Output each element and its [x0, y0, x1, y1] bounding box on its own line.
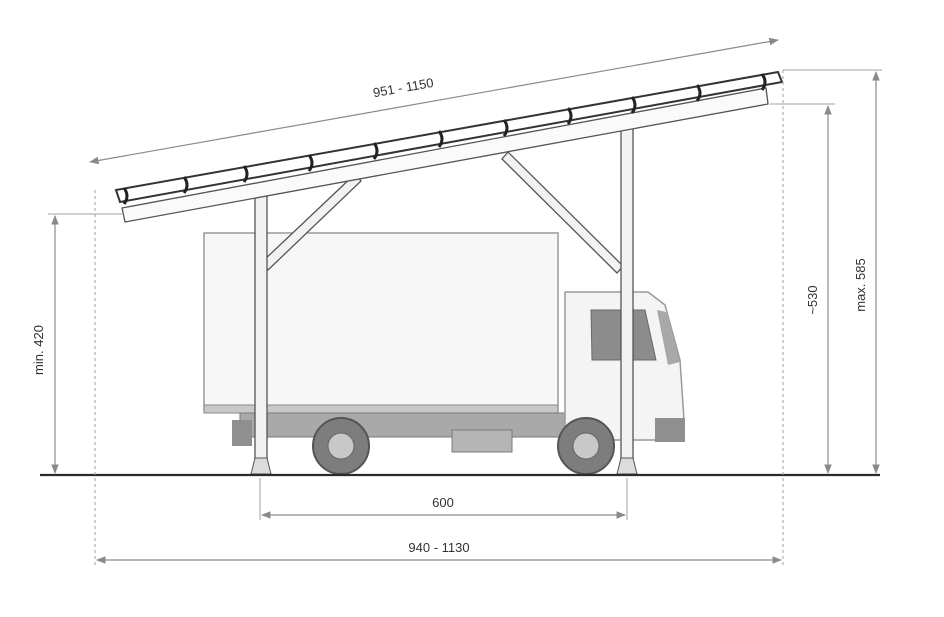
truck: [203, 232, 685, 475]
truck-rear-hub: [327, 432, 355, 460]
total-length-label: 940 - 1130: [408, 540, 469, 555]
min-height-label: min. 420: [31, 325, 46, 375]
truck-windshield: [657, 310, 680, 365]
roof-beam: [121, 87, 769, 223]
roof-length-dim: [89, 37, 779, 165]
solar-panel-row: [114, 70, 784, 204]
truck-front-hub: [572, 432, 600, 460]
mid-height-label: ~530: [805, 285, 820, 314]
truck-front-bumper: [655, 418, 685, 442]
extension-lines: [48, 69, 882, 565]
dimension-lines: [51, 37, 880, 564]
right-post-base: [616, 457, 638, 475]
left-post-base: [250, 457, 272, 475]
truck-fuel-tank: [451, 429, 513, 453]
max-height-label: max. 585: [853, 258, 868, 311]
left-post: [254, 187, 268, 473]
right-post: [620, 124, 634, 473]
truck-rear-bumper: [232, 420, 252, 446]
roof-length-label: 951 - 1150: [372, 75, 435, 100]
post-spacing-label: 600: [432, 495, 454, 510]
